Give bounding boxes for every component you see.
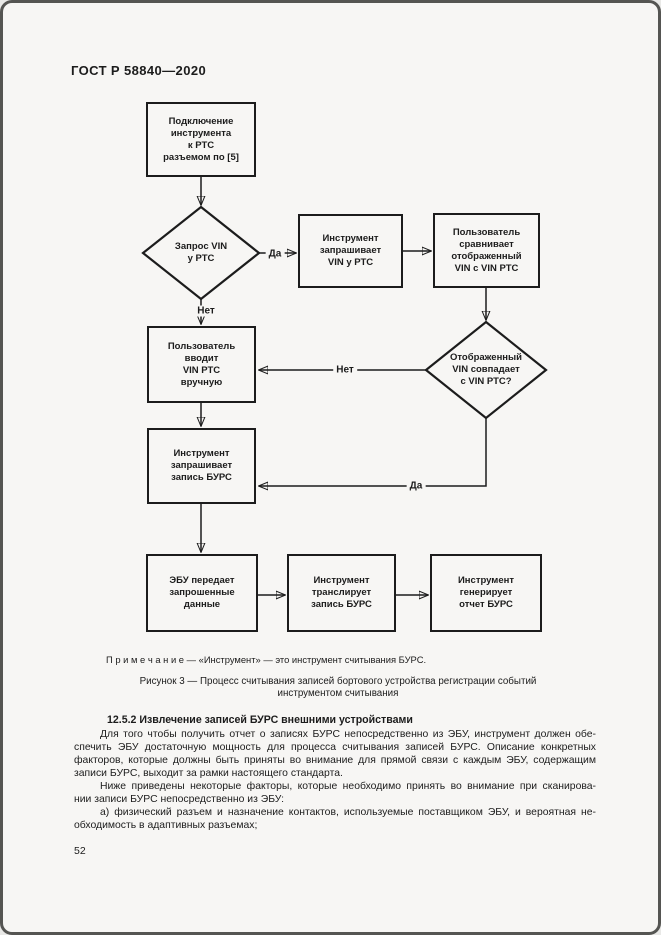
page-number: 52 [74, 845, 86, 857]
flowchart-box-connect-tool: Подключение инструмента к РТС разъемом п… [146, 102, 256, 177]
flowchart-box-tool-generates-report-label: Инструмент генерирует отчет БУРС [457, 575, 515, 610]
flowchart-box-ecu-sends-data-label: ЭБУ передает запрошенные данные [169, 575, 235, 610]
flowchart-box-tool-generates-report: Инструмент генерирует отчет БУРС [430, 554, 542, 632]
decision-request-vin-label: Запрос VIN у РТС [174, 241, 228, 264]
section-heading: 12.5.2 Извлечение записей БУРС внешними … [107, 714, 413, 726]
paragraph-line: а) физический разъем и назначение контак… [100, 807, 596, 818]
flowchart-box-user-enters-vin-label: Пользователь вводит VIN РТС вручную [167, 340, 236, 388]
document-header: ГОСТ Р 58840—2020 [71, 63, 207, 78]
connector-label-no-1: Нет [194, 305, 218, 317]
connector-label-yes-1: Да [265, 248, 285, 260]
paragraph-line: Для того чтобы получить отчет о записях … [100, 729, 596, 740]
paragraph-line: записи БУРС, выходит за рамки настоящего… [74, 768, 343, 779]
flowchart-box-tool-requests-vin: Инструмент запрашивает VIN у РТС [298, 214, 403, 288]
figure-note: П р и м е ч а н и е — «Инструмент» — это… [106, 654, 427, 665]
paragraph-line: факторов, которые должны быть приняты во… [74, 755, 596, 766]
flowchart-box-tool-requests-vin-label: Инструмент запрашивает VIN у РТС [319, 233, 382, 268]
paragraph-line: нии записи БУРС непосредственно из ЭБУ: [74, 794, 285, 805]
flowchart-box-tool-requests-record: Инструмент запрашивает запись БУРС [147, 428, 256, 504]
flowchart-box-tool-relays-record: Инструмент транслирует запись БУРС [287, 554, 396, 632]
flowchart-box-ecu-sends-data: ЭБУ передает запрошенные данные [146, 554, 258, 632]
paragraph-line: спечить ЭБУ достаточную мощность для про… [74, 742, 596, 753]
flowchart-box-tool-relays-record-label: Инструмент транслирует запись БУРС [311, 575, 372, 610]
flowchart-box-user-enters-vin: Пользователь вводит VIN РТС вручную [147, 326, 256, 403]
body-text: 12.5.2 Извлечение записей БУРС внешними … [74, 714, 596, 832]
flowchart-box-user-compares-vin: Пользователь сравнивает отображенный VIN… [433, 213, 540, 288]
flowchart-box-user-compares-vin-label: Пользователь сравнивает отображенный VIN… [451, 226, 522, 274]
arrow-decision2-yes [259, 418, 487, 486]
paragraph-line: Ниже приведены некоторые факторы, которы… [100, 781, 596, 792]
figure-caption: Рисунок 3 — Процесс считывания записей б… [139, 676, 537, 699]
flowchart-box-connect-tool-label: Подключение инструмента к РТС разъемом п… [163, 115, 239, 163]
connector-label-no-2: Нет [333, 364, 357, 376]
decision-vin-match-label: Отображенный VIN совпадает с VIN РТС? [450, 352, 522, 387]
paragraph-line: обходимость в адаптивных разъемах; [74, 820, 258, 831]
connector-label-yes-2: Да [406, 480, 426, 492]
flowchart-box-tool-requests-record-label: Инструмент запрашивает запись БУРС [170, 448, 233, 483]
